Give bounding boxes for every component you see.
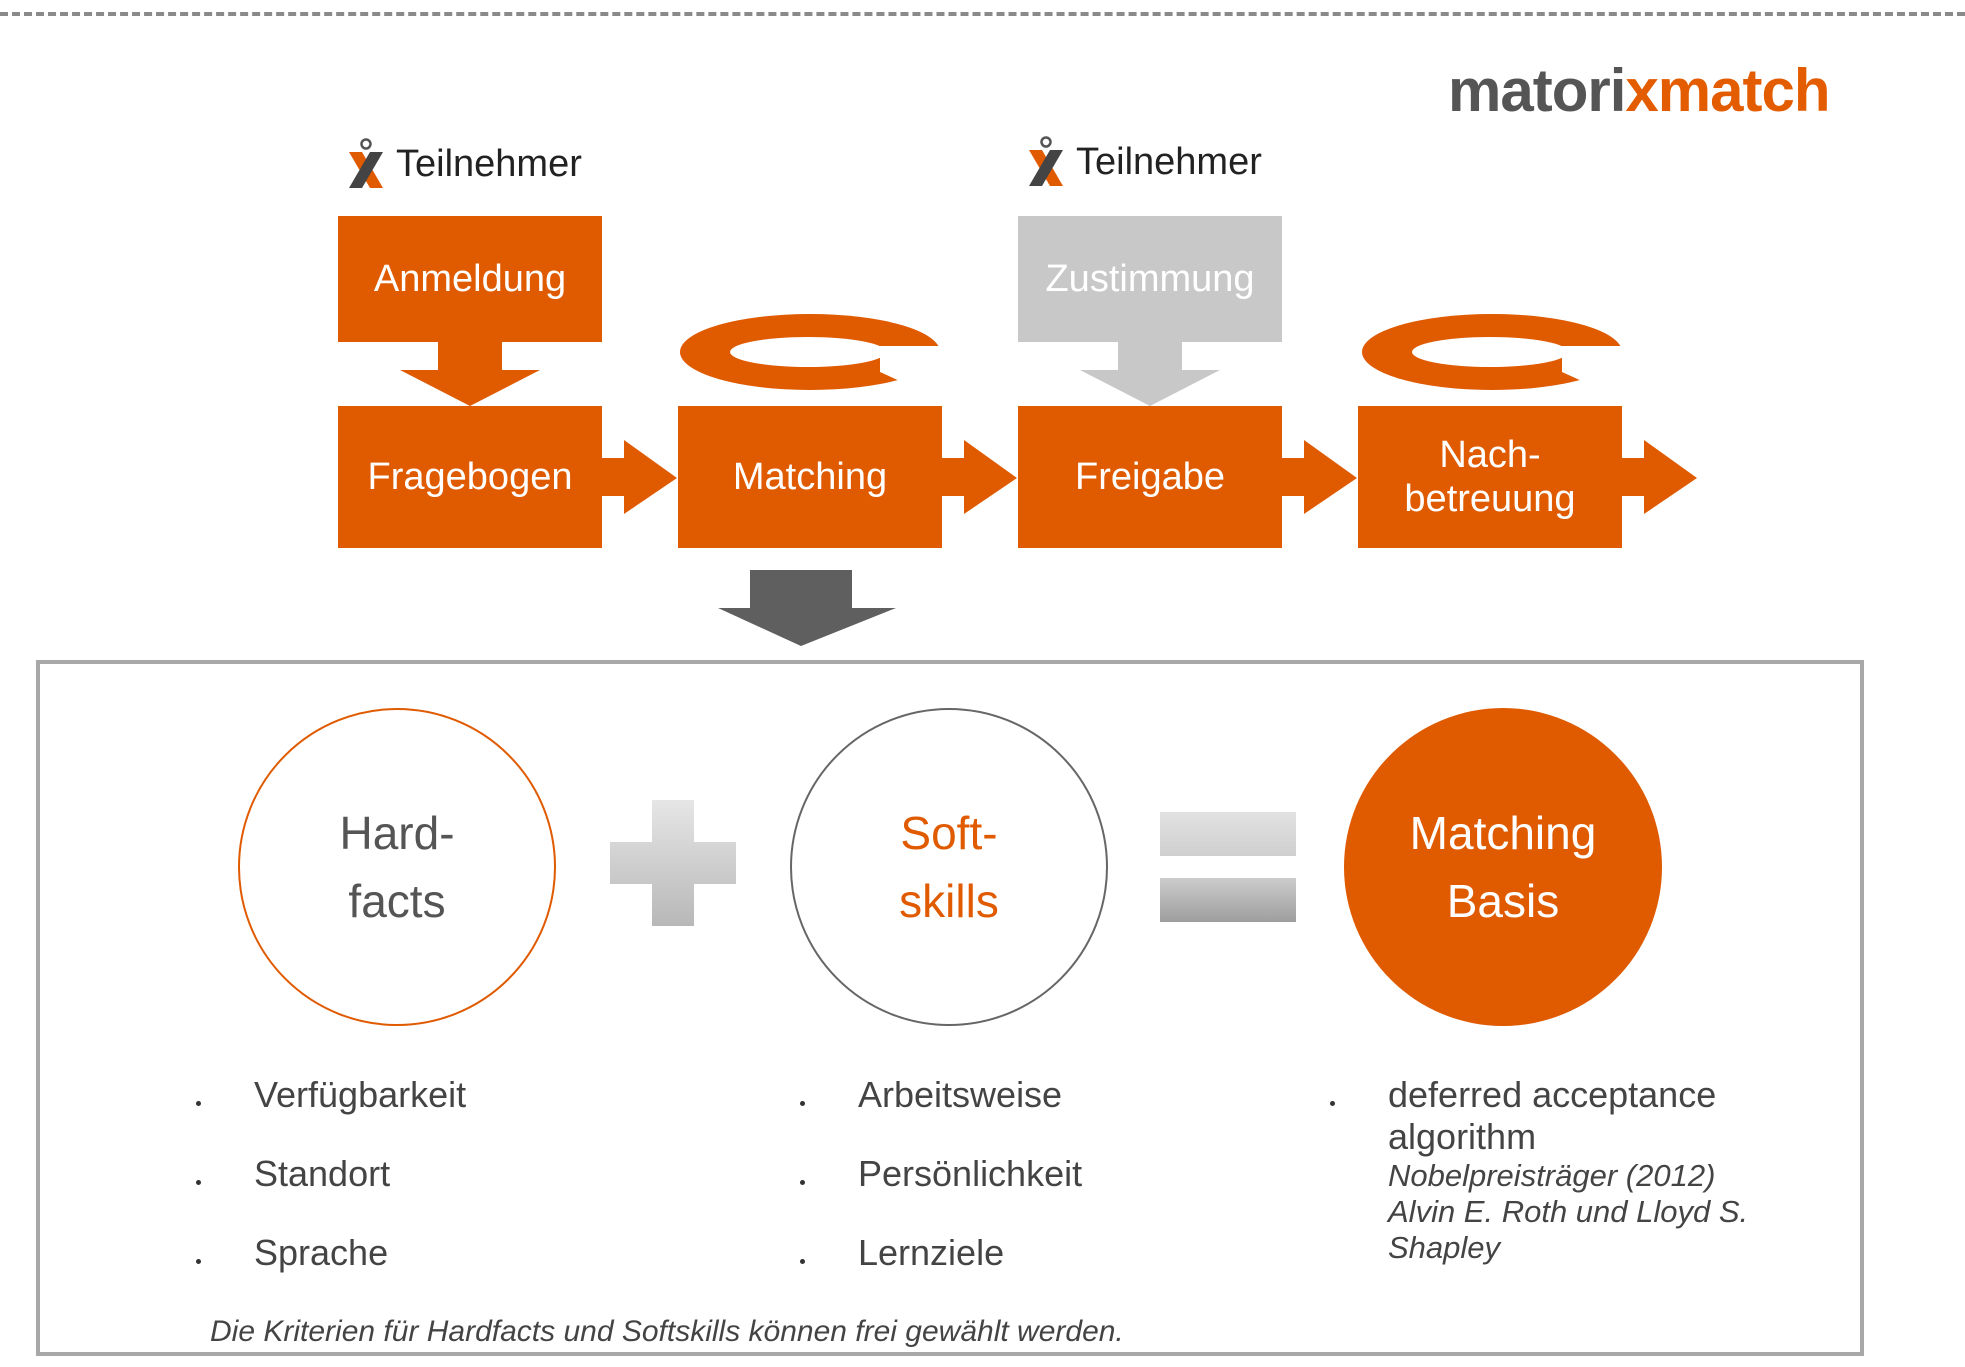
step-zustimmung-label: Zustimmung — [1045, 258, 1255, 300]
bullet-dot — [1330, 1101, 1335, 1106]
process-flow-graphics — [400, 314, 1697, 646]
right-arrow-3 — [1280, 440, 1357, 514]
participant-text-left: Teilnehmer — [396, 142, 582, 185]
brand-logo-part1: matori — [1448, 57, 1626, 124]
basis-item-line1: deferred acceptance — [1388, 1074, 1717, 1115]
list-item: Arbeitsweise — [858, 1074, 1063, 1115]
circle-matching-basis: Matching Basis — [1344, 708, 1662, 1026]
circle-hardfacts: Hard- facts — [238, 708, 556, 1026]
matching-basis-panel — [36, 660, 1864, 1356]
list-item: Persönlichkeit — [858, 1153, 1083, 1194]
step-anmeldung-label: Anmeldung — [373, 258, 567, 300]
step-matching: Matching — [678, 406, 942, 548]
right-arrow-2 — [940, 440, 1017, 514]
step-nachbetreuung-label-1: Nach- — [1439, 434, 1541, 476]
list-item: Standort — [254, 1153, 391, 1194]
participant-text-right: Teilnehmer — [1076, 140, 1262, 183]
loop-arrow-nachbetreuung — [1362, 314, 1628, 390]
loop-arrow-matching — [680, 314, 946, 390]
hardfacts-label-2: facts — [348, 875, 446, 927]
bullet-dot — [196, 1180, 201, 1185]
list-item: Verfügbarkeit — [254, 1074, 467, 1115]
basis-note-2: Alvin E. Roth und Lloyd S. — [1388, 1194, 1749, 1229]
bullet-dot — [196, 1259, 201, 1264]
bullet-dot — [196, 1101, 201, 1106]
step-freigabe-label: Freigabe — [1075, 456, 1225, 498]
softskills-label-2: skills — [899, 875, 999, 927]
basis-item-line2: algorithm — [1388, 1116, 1537, 1157]
basis-note-3: Shapley — [1388, 1230, 1501, 1265]
step-zustimmung: Zustimmung — [1018, 216, 1282, 342]
participant-label-left: Teilnehmer — [346, 138, 582, 190]
person-x-icon — [349, 138, 383, 188]
footnote-text: Die Kriterien für Hardfacts und Softskil… — [210, 1315, 1124, 1348]
right-arrow-4 — [1620, 440, 1697, 514]
softskills-label-1: Soft- — [900, 807, 998, 859]
right-arrow-1 — [600, 440, 677, 514]
step-matching-label: Matching — [732, 456, 888, 498]
down-arrow-zustimmung — [1080, 340, 1220, 406]
hardfacts-label-1: Hard- — [339, 807, 455, 859]
bullet-dot — [800, 1259, 805, 1264]
step-nachbetreuung-label-2: betreuung — [1404, 478, 1576, 520]
step-fragebogen: Fragebogen — [338, 406, 602, 548]
list-item: Sprache — [254, 1232, 389, 1273]
person-x-icon — [1029, 136, 1063, 186]
step-freigabe: Freigabe — [1018, 406, 1282, 548]
brand-logo-part3: match — [1657, 57, 1831, 124]
bullet-dot — [800, 1180, 805, 1185]
plus-icon — [610, 800, 736, 926]
step-nachbetreuung: Nach- betreuung — [1358, 406, 1622, 548]
down-arrow-anmeldung — [400, 340, 540, 406]
basis-label-2: Basis — [1446, 875, 1560, 927]
brand-logo-part2: x — [1625, 57, 1658, 124]
basis-note-1: Nobelpreisträger (2012) — [1388, 1158, 1716, 1193]
equals-icon — [1160, 812, 1296, 922]
basis-label-1: Matching — [1409, 807, 1597, 859]
participant-label-right: Teilnehmer — [1026, 136, 1262, 188]
list-item: Lernziele — [858, 1232, 1005, 1273]
dark-down-arrow — [718, 570, 896, 646]
brand-logo: matorixmatch — [1448, 56, 1831, 125]
circle-softskills: Soft- skills — [790, 708, 1108, 1026]
bullet-dot — [800, 1101, 805, 1106]
step-fragebogen-label: Fragebogen — [367, 456, 573, 498]
step-anmeldung: Anmeldung — [338, 216, 602, 342]
top-dashed-divider — [0, 12, 1965, 16]
